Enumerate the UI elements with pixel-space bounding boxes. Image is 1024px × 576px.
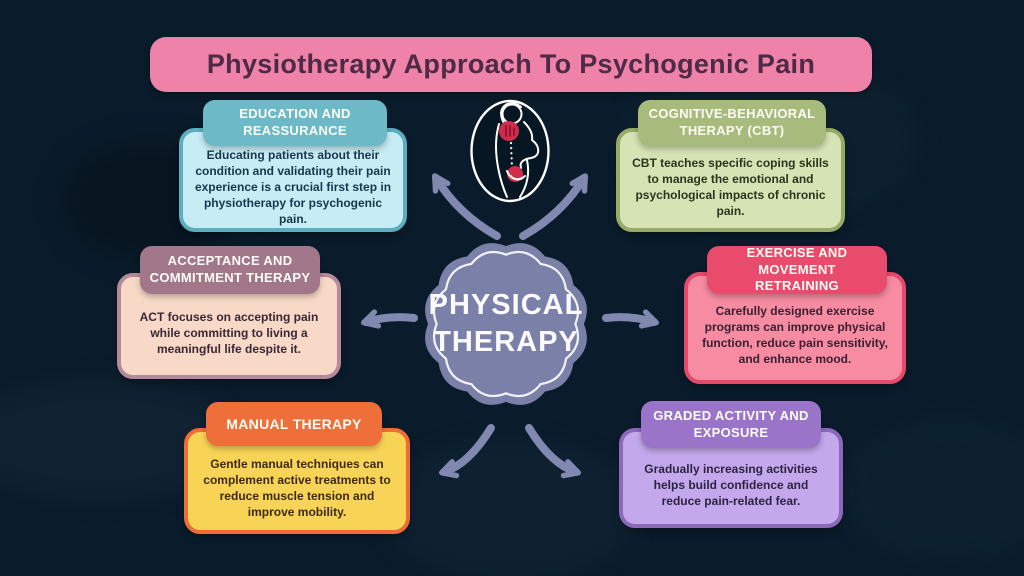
- background-blob: [380, 440, 640, 576]
- center-label-line2: THERAPY: [433, 326, 579, 358]
- physical-therapy-badge: [425, 243, 587, 405]
- manual-therapy-box-header: MANUAL THERAPY: [206, 402, 382, 446]
- arrow-to-exercise: [602, 309, 660, 329]
- graded-activity-box-header: GRADED ACTIVITY AND EXPOSURE: [641, 401, 821, 448]
- center-node-label: PHYSICAL THERAPY: [411, 229, 601, 419]
- cbt-box-body: CBT teaches specific coping skills to ma…: [616, 128, 845, 232]
- exercise-box-header: EXERCISE AND MOVEMENT RETRAINING: [707, 245, 887, 294]
- cbt-box-header: COGNITIVE-BEHAVIORAL THERAPY (CBT): [638, 100, 826, 146]
- act-box-header: ACCEPTANCE AND COMMITMENT THERAPY: [140, 246, 320, 294]
- center-label-line1: PHYSICAL: [428, 288, 584, 321]
- spine-dotted-line: [509, 141, 514, 170]
- back-pain-icon: [470, 99, 550, 203]
- arrow-to-act: [360, 309, 418, 329]
- arrow-to-graded: [525, 424, 581, 479]
- pain-spot-upper: [499, 121, 519, 141]
- education-box-header: EDUCATION AND REASSURANCE: [203, 100, 387, 146]
- background-blob: [840, 420, 1024, 560]
- arrow-to-manual: [439, 424, 495, 479]
- page-title: Physiotherapy Approach To Psychogenic Pa…: [150, 37, 872, 92]
